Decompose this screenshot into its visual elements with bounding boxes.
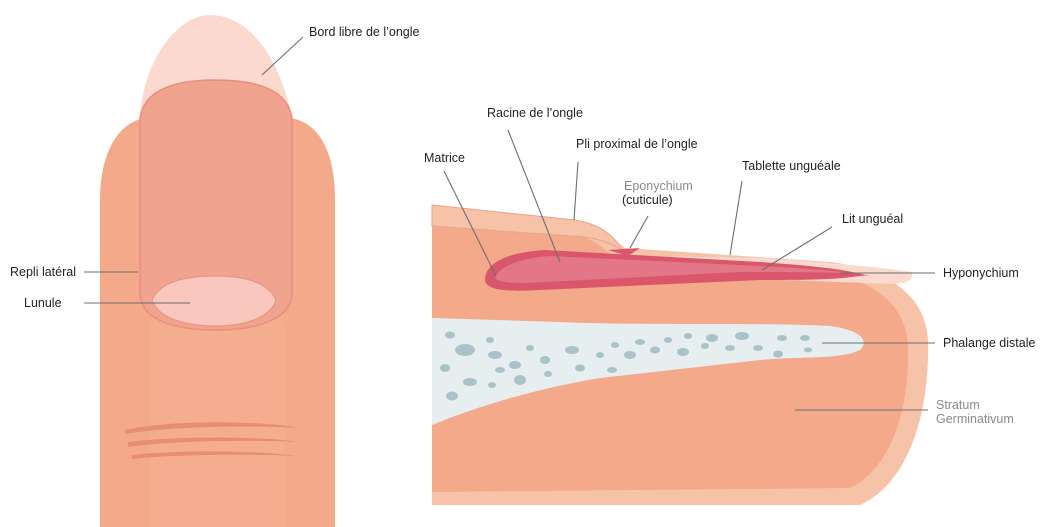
label-bord-libre: Bord libre de l’ongle <box>309 25 420 39</box>
leader-tablette <box>730 181 742 255</box>
leader-eponychium <box>630 216 648 248</box>
finger-cross-section <box>432 205 928 505</box>
label-phalange: Phalange distale <box>943 336 1035 350</box>
label-lunule: Lunule <box>24 296 62 310</box>
label-repli-lateral: Repli latéral <box>10 265 76 279</box>
label-hyponychium: Hyponychium <box>943 266 1019 280</box>
lunula <box>152 276 276 326</box>
label-tablette: Tablette unguéale <box>742 159 841 173</box>
leader-pli-proximal <box>574 162 578 220</box>
label-stratum-1: Stratum <box>936 398 980 412</box>
label-racine: Racine de l’ongle <box>487 106 583 120</box>
label-cuticule: (cuticule) <box>622 193 673 207</box>
label-stratum-2: Germinativum <box>936 412 1014 426</box>
label-lit: Lit unguéal <box>842 212 903 226</box>
label-matrice: Matrice <box>424 151 465 165</box>
label-pli-proximal: Pli proximal de l’ongle <box>576 137 698 151</box>
label-eponychium: Eponychium <box>624 179 693 193</box>
finger-front-view <box>100 15 335 527</box>
